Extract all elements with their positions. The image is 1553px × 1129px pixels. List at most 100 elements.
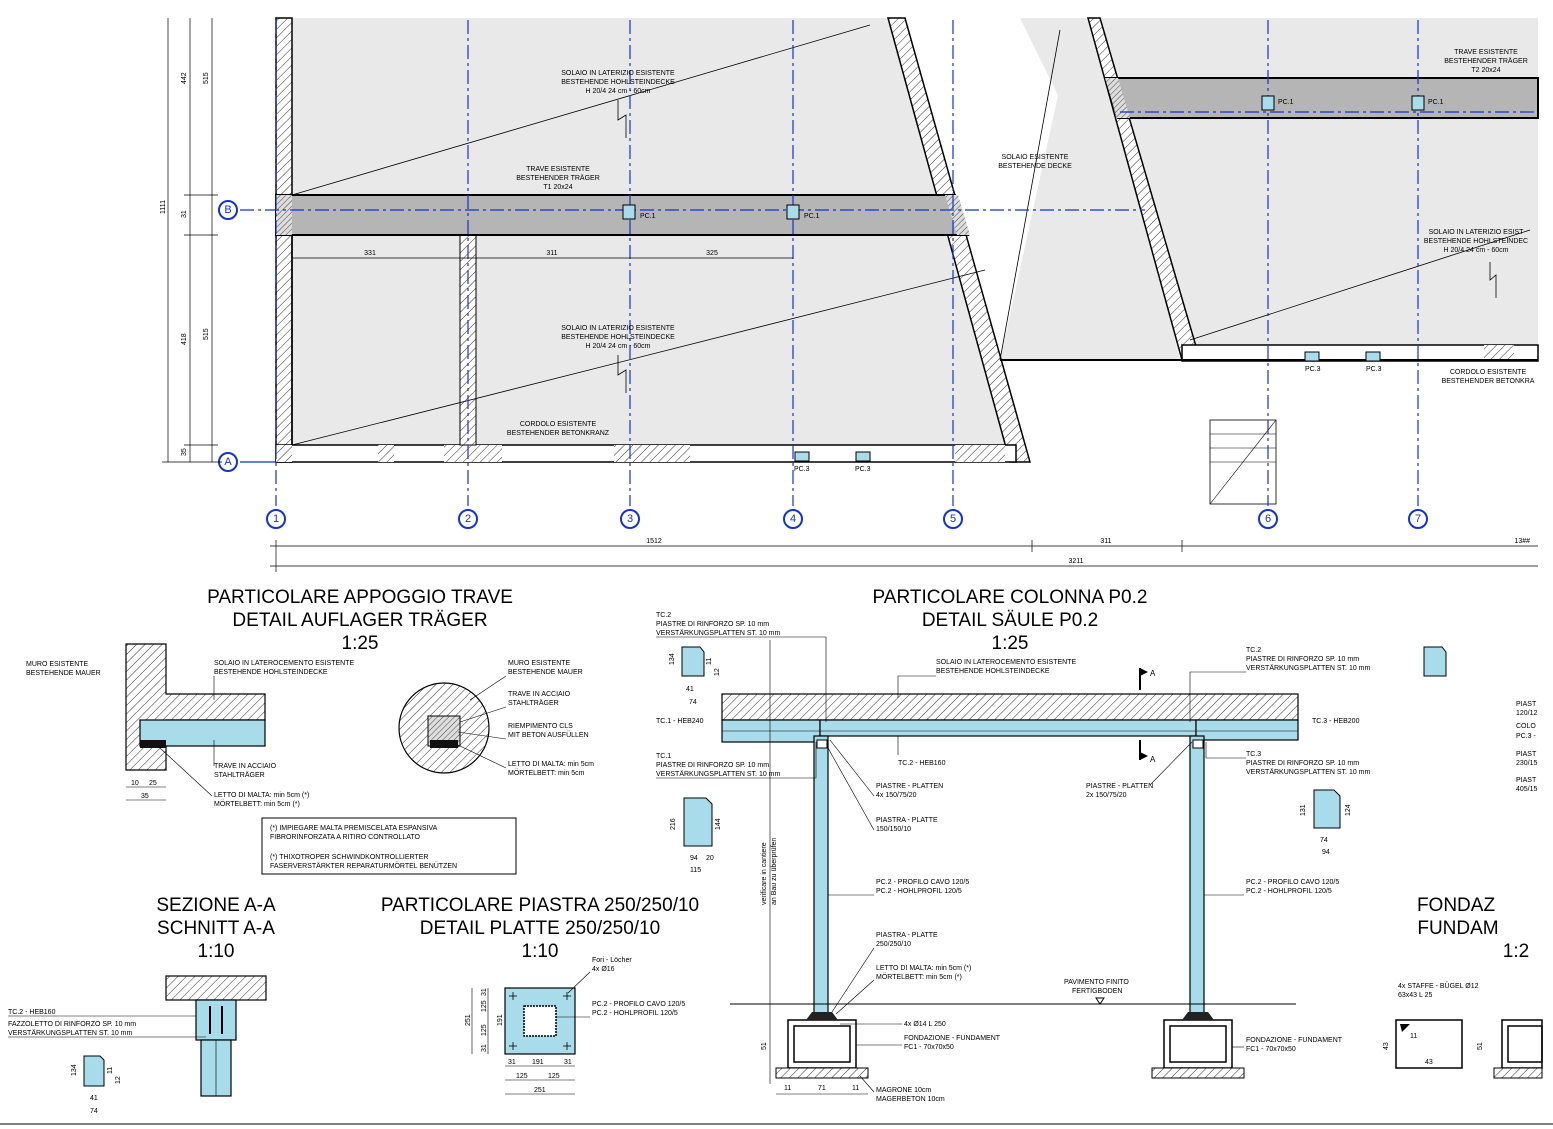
svg-text:1: 1 [273, 513, 279, 525]
detail-sezione: SEZIONE A-A SCHNITT A-A 1:10 TC.2 - HEB1… [8, 895, 276, 1115]
label-riemp-2: MIT BETON AUSFÜLLEN [508, 731, 589, 739]
label-slab-mid-1: SOLAIO ESISTENTE [1002, 154, 1069, 161]
dim-col-51: 51 [761, 1042, 768, 1050]
label-riemp-1: RIEMPIMENTO CLS [508, 723, 573, 730]
label-piastra2-2: 250/250/10 [876, 941, 911, 948]
label-piastra1-1: PIASTRA - PLATTE [876, 817, 938, 824]
cut-label-8: 405/15 [1516, 786, 1538, 793]
stirrup [1395, 1019, 1463, 1069]
label-pc3-a: PC.3 [794, 466, 810, 473]
dim-left-418: 418 [181, 333, 188, 345]
label-col-letto-1: LETTO DI MALTA: min 5cm (*) [876, 965, 971, 972]
dim-col-12: 12 [714, 668, 721, 676]
sezione-beam [195, 999, 237, 1041]
dim-sez-134: 134 [71, 1064, 78, 1076]
label-tc3b-3: VERSTÄRKUNGSPLATTEN ST. 10 mm [1246, 768, 1371, 776]
title-appoggio-1: PARTICOLARE APPOGGIO TRAVE [207, 587, 513, 608]
svg-text:5: 5 [950, 513, 956, 525]
label-slab-bot-3: H 20/4 24 cm - 60cm [586, 343, 651, 350]
label-staffe-2: 63x43 L 25 [1398, 992, 1432, 999]
title-sezione-1: SEZIONE A-A [156, 895, 276, 916]
label-slab-top-3: H 20/4 24 cm - 60cm [586, 88, 651, 95]
label-tc1b-2: PIASTRE DI RINFORZO SP. 10 mm [656, 762, 769, 769]
foundation-left [787, 1019, 857, 1069]
label-tc1b-1: TC.1 [656, 753, 671, 760]
detail-colonna: PARTICOLARE COLONNA P0.2 DETAIL SÄULE P0… [656, 587, 1447, 1103]
label-tc3b-1: TC.3 [1246, 751, 1261, 758]
note-4: FASERVERSTÄRKTER REPARATURMÖRTEL BENÜTZE… [270, 862, 457, 870]
label-tc2r-3: VERSTÄRKUNGSPLATTEN ST. 10 mm [1246, 664, 1371, 672]
dim-col-74b: 74 [1320, 837, 1328, 844]
label-tc3b-2: PIASTRE DI RINFORZO SP. 10 mm [1246, 760, 1359, 767]
label-pc3-d: PC.3 [1366, 366, 1382, 373]
wall-diagonal [887, 17, 1031, 463]
label-tc2r-1: TC.2 [1246, 647, 1261, 654]
label-pc1-b: PC.1 [804, 213, 820, 220]
dim-pl-125d: 125 [548, 1073, 560, 1080]
dim-pl-125a: 125 [481, 1000, 488, 1012]
plate-250 [504, 987, 576, 1055]
label-slab-bot-2: BESTEHENDE HOHLSTEINDECKE [561, 334, 675, 341]
dim-col-11c: 11 [852, 1085, 859, 1092]
label-col-letto-2: MÖRTELBETT: min 5cm (*) [876, 973, 962, 981]
svg-text:4: 4 [790, 513, 796, 525]
label-fond2-1: FONDAZIONE - FUNDAMENT [1246, 1037, 1343, 1044]
label-trave2-1: TRAVE IN ACCIAIO [508, 691, 571, 698]
section-mark-a-top: A [1150, 669, 1156, 678]
axis-bubble-4: 4 [783, 509, 803, 529]
label-col-solaio-2: BESTEHENDE HOHLSTEINDECKE [936, 668, 1050, 675]
title-sezione-3: 1:10 [198, 941, 235, 962]
svg-text:7: 7 [1415, 513, 1421, 525]
column-pc1 [622, 95, 1425, 220]
label-beam-left-1: TRAVE ESISTENTE [526, 166, 590, 173]
label-magrone-1: MAGRONE 10cm [876, 1087, 931, 1094]
label-trave2-2: STAHLTRÄGER [508, 699, 559, 707]
wall-left [275, 17, 293, 463]
dim-col-41: 41 [686, 686, 694, 693]
dim-sez-11: 11 [107, 1067, 114, 1074]
label-pc1-d: PC.1 [1428, 99, 1444, 106]
label-tc2l-3: VERSTÄRKUNGSPLATTEN ST. 10 mm [656, 629, 781, 637]
label-fond1-1: FONDAZIONE - FUNDAMENT [904, 1035, 1001, 1042]
title-colonna-2: DETAIL SÄULE P0.2 [922, 610, 1098, 631]
label-fazz-2: VERSTÄRKUNGSPLATTEN ST. 10 mm [8, 1029, 133, 1037]
label-fori-1: Fori - Löcher [592, 957, 632, 964]
label-slab-top-1: SOLAIO IN LATERIZIO ESISTENTE [561, 70, 675, 77]
cut-label-4: COLO [1516, 723, 1536, 730]
cut-label-3: PC.3 - [1516, 733, 1537, 740]
svg-text:B: B [224, 204, 231, 216]
label-beam-right-1: TRAVE ESISTENTE [1454, 49, 1518, 56]
label-magrone-2: MAGERBETON 10cm [876, 1096, 945, 1103]
dim-pl-191a: 191 [497, 1014, 504, 1026]
dims-left [162, 18, 222, 463]
label-tc2l-2: PIASTRE DI RINFORZO SP. 10 mm [656, 621, 769, 628]
label-verticale-1: verificare in cantiere [761, 842, 768, 905]
dim-pl-31d: 31 [564, 1059, 572, 1066]
dim-fond-51: 51 [1477, 1042, 1484, 1050]
axis-lines [240, 20, 1538, 506]
label-profilo1-1: PC.2 - PROFILO CAVO 120/5 [876, 879, 969, 886]
title-fond-1: FONDAZ [1417, 895, 1496, 916]
beam-tc3 [1195, 719, 1299, 741]
label-tc1b-3: VERSTÄRKUNGSPLATTEN ST. 10 mm [656, 770, 781, 778]
axis-bubble-7: 7 [1408, 509, 1428, 529]
foundation-right [1163, 1019, 1233, 1069]
label-slab-bot-1: SOLAIO IN LATERIZIO ESISTENTE [561, 325, 675, 332]
label-trave-1: TRAVE IN ACCIAIO [214, 763, 277, 770]
dim-pl-251b: 251 [534, 1087, 546, 1094]
dim-fond-43a: 43 [1383, 1042, 1390, 1050]
label-piastra-prof-1: PC.2 - PROFILO CAVO 120/5 [592, 1001, 685, 1008]
label-slab-right-2: BESTEHENDE HOHLSTEINDEC [1424, 238, 1528, 245]
dim-col-124: 124 [1345, 804, 1352, 816]
label-piastre1-1: PIASTRE - PLATTEN [876, 783, 943, 790]
axis-bubble-3: 3 [620, 509, 640, 529]
dim-left-515b: 515 [203, 328, 210, 340]
label-fond1-2: FC1 - 70x70x50 [904, 1044, 954, 1051]
label-beam-left-2: BESTEHENDER TRÄGER [516, 174, 600, 182]
label-cordolo-left-2: BESTEHENDER BETONKRANZ [507, 430, 610, 437]
axis-bubble-5: 5 [943, 509, 963, 529]
dim-bay-325: 325 [706, 250, 718, 257]
dim-bay-311: 311 [546, 250, 557, 257]
dim-left-515a: 515 [203, 72, 210, 84]
detail-appoggio: PARTICOLARE APPOGGIO TRAVE DETAIL AUFLAG… [26, 587, 594, 875]
